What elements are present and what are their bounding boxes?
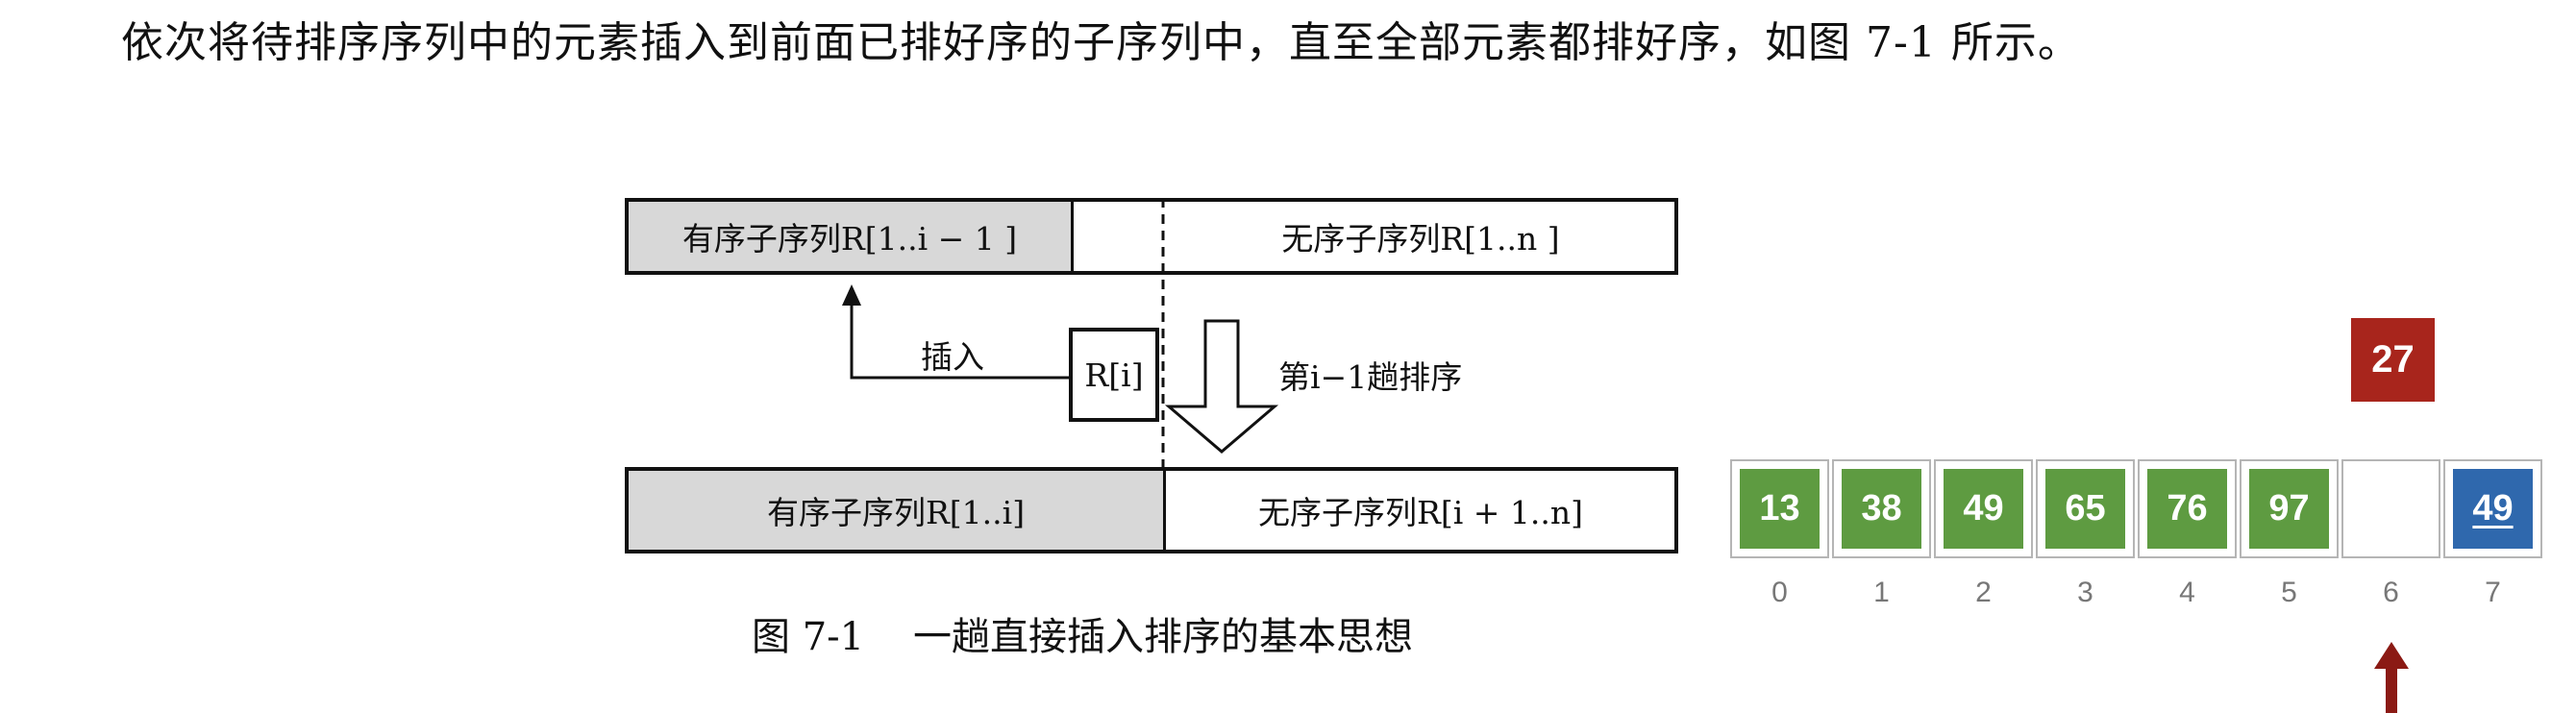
array-cell: 38	[1832, 459, 1931, 558]
pass-down-arrow-icon	[1164, 319, 1279, 454]
figure-caption: 图 7-1 一趟直接插入排序的基本思想	[752, 615, 1413, 659]
cell-fill: 65	[2045, 469, 2125, 549]
array-cell-empty	[2341, 459, 2440, 558]
cell-fill: 49	[2453, 469, 2533, 549]
array-index: 2	[1975, 577, 1992, 608]
array-cell: 76	[2138, 459, 2237, 558]
pass-label: 第i−1趟排序	[1278, 358, 1463, 396]
array-index: 4	[2179, 577, 2195, 608]
cell-fill: 76	[2147, 469, 2227, 549]
element-box: R[i]	[1069, 328, 1159, 422]
top-sorted-segment: 有序子序列R[1..i − 1 ]	[629, 202, 1074, 271]
bottom-sequence-bar: 有序子序列R[1..i] 无序子序列R[i + 1..n]	[625, 467, 1678, 553]
array-index: 6	[2383, 577, 2399, 608]
array-cell: 13	[1730, 459, 1829, 558]
array-cell: 49	[2443, 459, 2542, 558]
floating-element: 27	[2351, 318, 2435, 402]
top-unsorted-segment: 无序子序列R[1..n ]	[1281, 220, 1560, 258]
cell-fill: 97	[2249, 469, 2329, 549]
array-index: 3	[2077, 577, 2093, 608]
cell-value-underlined: 49	[2472, 488, 2514, 529]
cell-fill: 38	[1842, 469, 1921, 549]
array-index: 7	[2485, 577, 2501, 608]
insert-arrow-head	[842, 284, 861, 306]
cell-fill: 13	[1740, 469, 1820, 549]
array-index: 5	[2281, 577, 2297, 608]
array-cell: 97	[2240, 459, 2339, 558]
bottom-sorted-segment: 有序子序列R[1..i]	[629, 471, 1166, 550]
bottom-unsorted-segment: 无序子序列R[i + 1..n]	[1257, 494, 1583, 531]
pointer-arrow-icon	[2374, 642, 2409, 713]
cell-fill: 49	[1944, 469, 2023, 549]
intro-paragraph: 依次将待排序序列中的元素插入到前面已排好序的子序列中，直至全部元素都排好序，如图…	[121, 18, 2081, 67]
insert-label: 插入	[921, 338, 984, 376]
array-index: 0	[1771, 577, 1788, 608]
cell-fill	[2351, 469, 2431, 549]
array-cell: 49	[1934, 459, 2033, 558]
array-cell: 65	[2036, 459, 2135, 558]
top-sequence-bar: 有序子序列R[1..i − 1 ] 无序子序列R[1..n ]	[625, 198, 1678, 275]
array-index: 1	[1873, 577, 1890, 608]
